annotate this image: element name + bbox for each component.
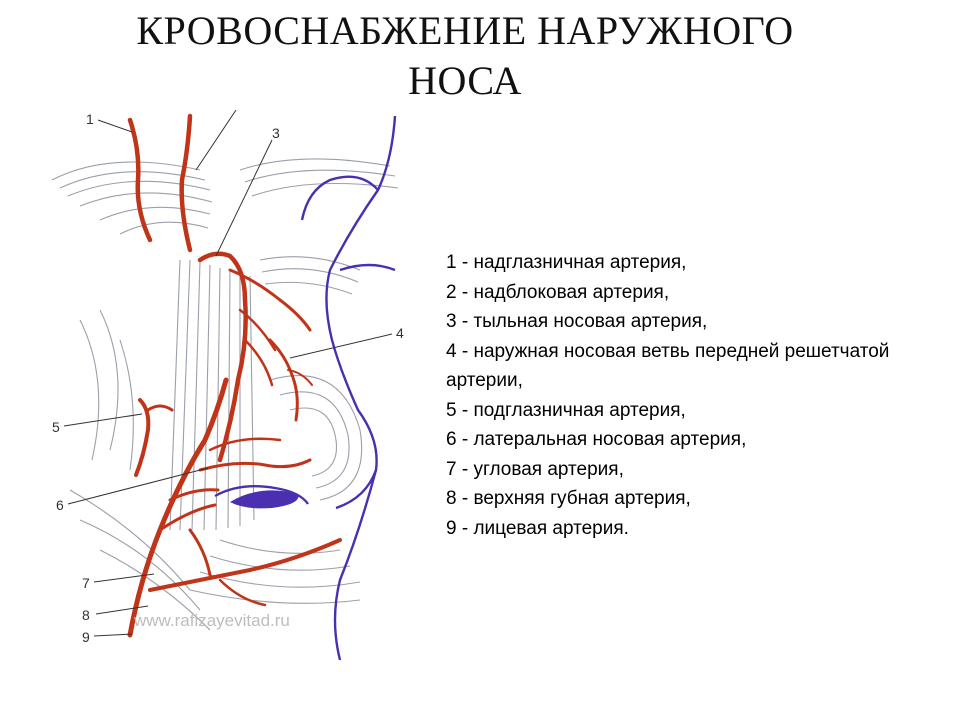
callout-1: 1 bbox=[86, 111, 94, 127]
legend-item: 8 - верхняя губная артерия, bbox=[446, 488, 691, 509]
callout-2: 2 bbox=[234, 110, 242, 111]
watermark: www.rafizayevitad.ru bbox=[133, 611, 290, 630]
number-callouts: 1 2 3 4 5 6 7 8 9 bbox=[52, 110, 404, 645]
nose-anatomy-svg: 1 2 3 4 5 6 7 8 9 www.rafizayevitad.ru bbox=[51, 110, 404, 661]
legend-item: 1 - надглазничная артерия, bbox=[446, 252, 687, 273]
title-line-1: КРОВОСНАБЖЕНИЕ НАРУЖНОГО bbox=[136, 8, 794, 53]
callout-4: 4 bbox=[396, 325, 404, 341]
legend-item: 4 - наружная носовая ветвь передней реше… bbox=[446, 340, 895, 392]
legend-item: 6 - латеральная носовая артерия, bbox=[446, 429, 747, 450]
nostril-shape bbox=[230, 490, 299, 509]
callout-7: 7 bbox=[82, 575, 90, 591]
callout-8: 8 bbox=[82, 607, 90, 623]
legend-item: 5 - подглазничная артерия, bbox=[446, 399, 686, 421]
legend: 1 - надглазничная артерия, 2 - надблоков… bbox=[446, 248, 926, 543]
muscle-fibers bbox=[51, 158, 399, 631]
legend-item: 7 - угловая артерия, bbox=[446, 458, 624, 480]
legend-item: 2 - надблоковая артерия, bbox=[446, 281, 670, 303]
profile-outline bbox=[214, 115, 397, 661]
nose-anatomy-illustration: 1 2 3 4 5 6 7 8 9 www.rafizayevitad.ru bbox=[40, 110, 420, 670]
callout-9: 9 bbox=[82, 629, 90, 645]
leader-lines bbox=[63, 110, 393, 637]
title-line-2: НОСА bbox=[408, 58, 522, 103]
legend-item: 3 - тыльная носовая артерия, bbox=[446, 311, 708, 332]
callout-6: 6 bbox=[56, 497, 64, 513]
callout-3: 3 bbox=[272, 125, 280, 141]
callout-5: 5 bbox=[52, 419, 60, 435]
slide-title: КРОВОСНАБЖЕНИЕ НАРУЖНОГО НОСА bbox=[0, 6, 930, 106]
legend-item: 9 - лицевая артерия. bbox=[446, 517, 629, 539]
artery-network bbox=[127, 113, 342, 638]
